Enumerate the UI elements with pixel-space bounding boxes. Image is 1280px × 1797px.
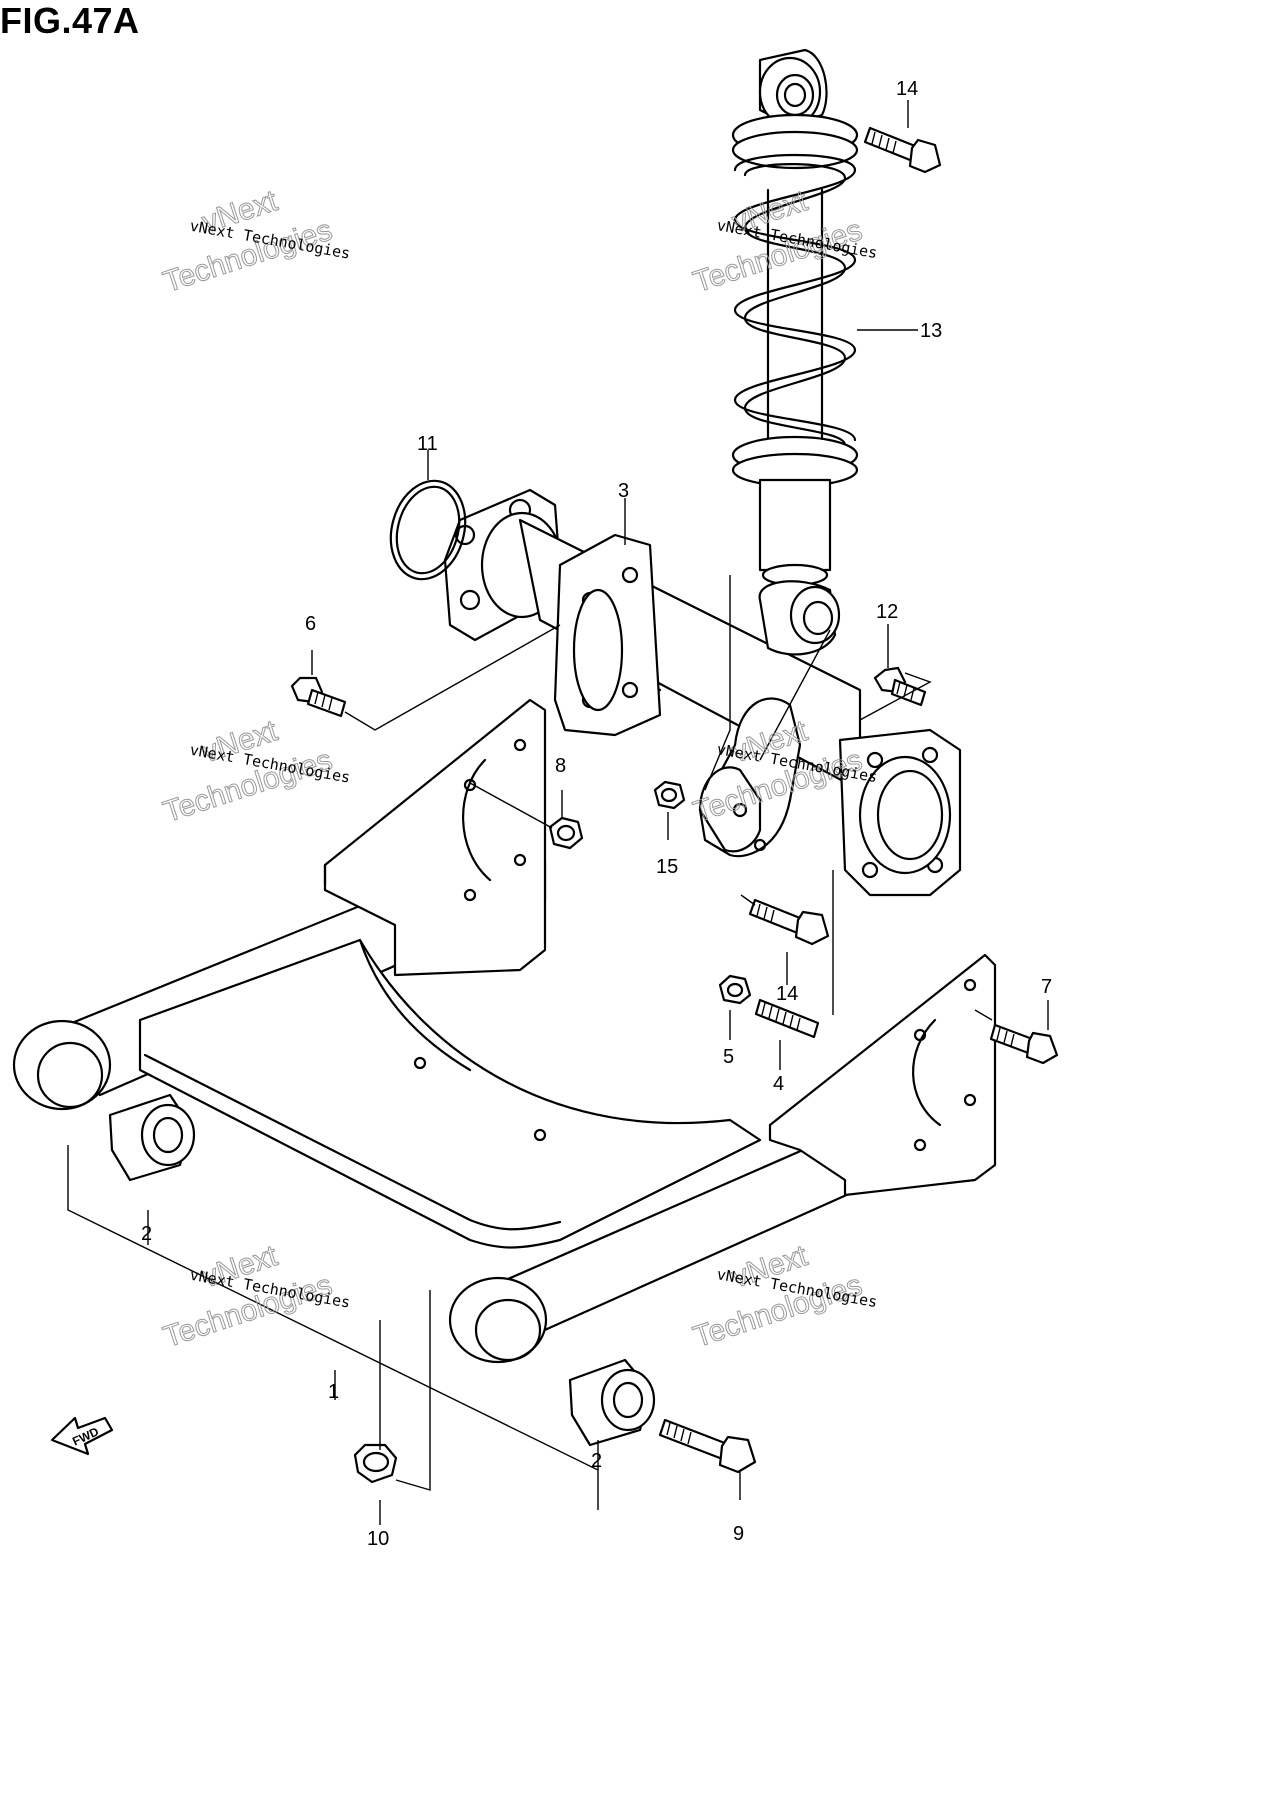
bushing-left [108, 1093, 196, 1182]
figure-title: FIG.47A [0, 0, 140, 41]
stud-4 [754, 998, 820, 1039]
callout-14-lower: 14 [776, 983, 798, 1005]
callout-10: 10 [367, 1528, 389, 1550]
callout-7: 7 [1041, 976, 1052, 998]
callout-6: 6 [305, 613, 316, 635]
forward-arrow: FWD [50, 1416, 114, 1456]
nut-5 [718, 974, 752, 1005]
bolt-7 [989, 1023, 1059, 1065]
callout-5: 5 [723, 1046, 734, 1068]
callout-12: 12 [876, 601, 898, 623]
callout-13: 13 [920, 320, 942, 342]
watermark-5: vNext Technologies vNext Technologies [159, 1239, 352, 1355]
bolt-6 [290, 676, 347, 718]
nut-15 [653, 780, 686, 810]
callout-2-left: 2 [141, 1223, 152, 1245]
bolt-14-upper [863, 126, 942, 174]
leader-lines [67, 100, 1049, 1525]
watermark-2: vNext Technologies vNext Technologies [689, 184, 879, 300]
shock-absorber [731, 48, 859, 656]
callout-1: 1 [328, 1381, 339, 1403]
watermark-1: vNext Technologies vNext Technologies [159, 184, 352, 300]
axle-housing [443, 488, 962, 897]
swing-arm [12, 698, 997, 1364]
bolt-12 [873, 666, 927, 707]
bolt-9 [658, 1418, 757, 1474]
watermark-3: vNext Technologies vNext Technologies [159, 714, 352, 830]
callout-8: 8 [555, 755, 566, 777]
callout-14-upper: 14 [896, 78, 918, 100]
callout-15: 15 [656, 856, 678, 878]
bolt-14-lower [748, 898, 830, 946]
watermark-6: vNext Technologies vNext Technologies [689, 1239, 879, 1355]
nut-10 [353, 1443, 398, 1484]
callout-labels: 1 2 2 3 4 5 6 7 8 9 10 11 12 13 14 14 15 [141, 78, 1052, 1550]
o-ring [389, 479, 467, 581]
nut-8 [548, 816, 584, 850]
callout-4: 4 [773, 1073, 784, 1095]
callout-11: 11 [417, 433, 438, 455]
callout-3: 3 [618, 480, 629, 502]
callout-9: 9 [733, 1523, 744, 1545]
callout-2-right: 2 [591, 1450, 602, 1472]
bushing-right [568, 1358, 656, 1447]
